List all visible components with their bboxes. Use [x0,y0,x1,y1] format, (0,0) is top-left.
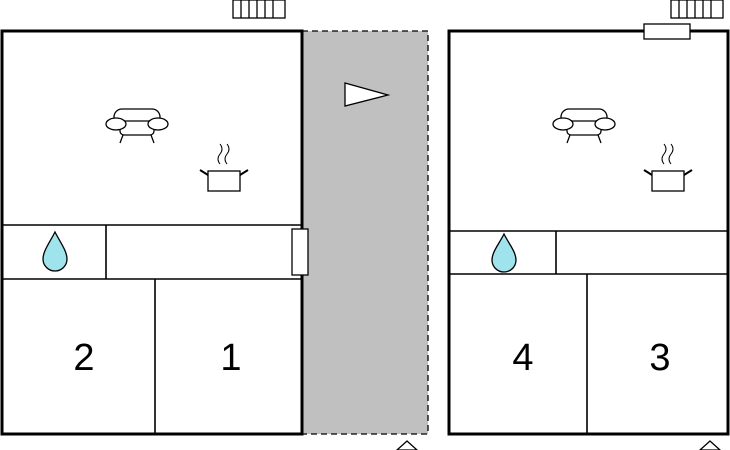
door [643,23,691,40]
room-number-1: 1 [220,337,241,379]
radiator-icon [670,0,724,19]
cooking-pot-icon [199,143,249,192]
water-drop-icon [42,230,68,272]
door [291,228,309,276]
room-number-3: 3 [649,337,670,379]
water-drop-icon [491,232,517,273]
room-number-2: 2 [73,337,94,379]
triangle-marker-icon [396,440,418,450]
triangle-marker-icon [699,440,721,450]
left-unit [0,29,309,436]
cooking-pot-icon [643,143,693,192]
sofa-icon [552,108,616,144]
radiator-icon [232,0,286,19]
direction-arrow-icon [344,82,391,107]
right-unit [447,23,730,436]
sofa-icon [105,108,169,144]
room-number-4: 4 [512,337,533,379]
